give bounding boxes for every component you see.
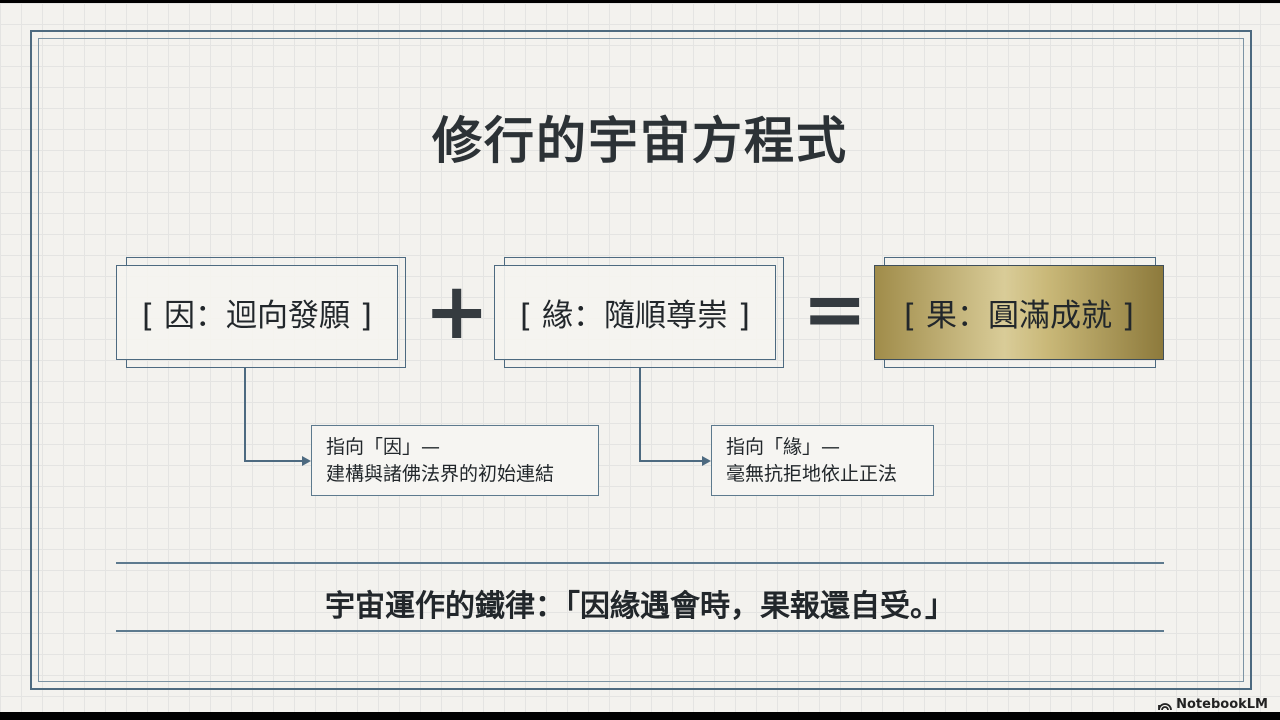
callout-line: 毫無抗拒地依止正法 (726, 463, 898, 485)
slide-inner-frame (38, 38, 1244, 682)
callout-line: 指向「因」— (326, 436, 441, 458)
plus-sign: + (424, 267, 490, 357)
condition-box: [ 緣：隨順尊崇 ] (494, 265, 776, 360)
callout-line: 建構與諸佛法界的初始連結 (326, 463, 555, 485)
connector-line (639, 460, 702, 462)
slide-frame (30, 30, 1252, 690)
connector-line (244, 368, 246, 461)
brand-label: NotebookLM (1176, 697, 1268, 712)
slide-title: 修行的宇宙方程式 (432, 112, 848, 170)
notebooklm-logo-icon (1158, 702, 1173, 710)
divider (116, 630, 1164, 632)
connector-line (639, 368, 641, 461)
slide: 修行的宇宙方程式 [ 因：迴向發願 ] + [ 緣：隨順尊崇 ] = [ 果：圓… (0, 3, 1280, 712)
equals-sign: = (802, 265, 868, 355)
divider (116, 562, 1164, 564)
result-box: [ 果：圓滿成就 ] (874, 265, 1164, 360)
cause-box: [ 因：迴向發願 ] (116, 265, 398, 360)
footer-quote: 宇宙運作的鐵律：「因緣遇會時，果報還自受。」 (325, 589, 955, 624)
connector-line (244, 460, 302, 462)
callout-cause: 指向「因」— 建構與諸佛法界的初始連結 (311, 425, 599, 496)
arrow-right-icon (702, 456, 711, 466)
notebooklm-brand: NotebookLM (1158, 697, 1268, 712)
callout-condition: 指向「緣」— 毫無抗拒地依止正法 (711, 425, 934, 496)
callout-line: 指向「緣」— (726, 436, 841, 458)
arrow-right-icon (302, 456, 311, 466)
